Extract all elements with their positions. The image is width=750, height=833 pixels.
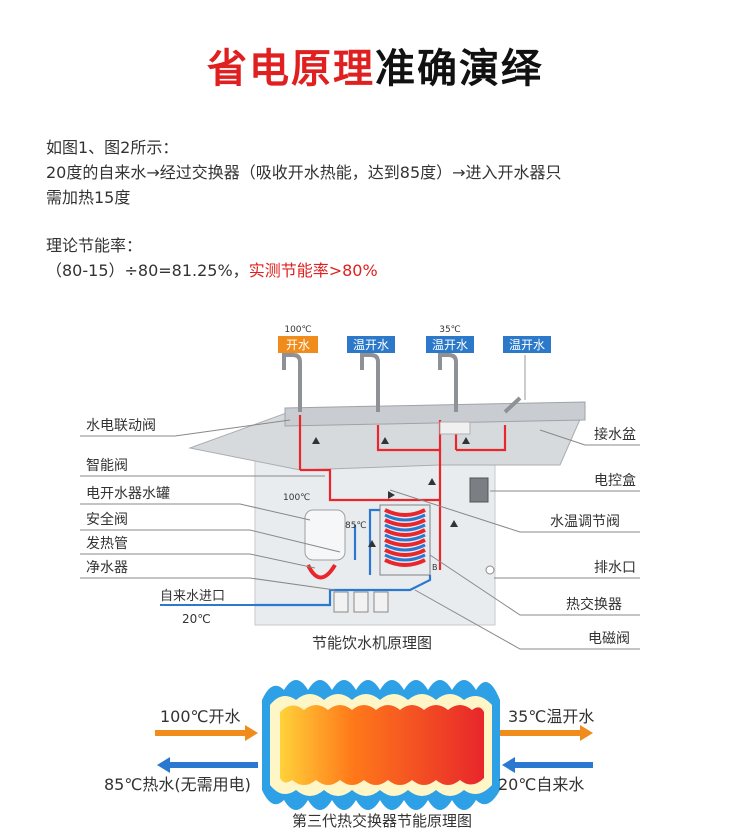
faucet-1 <box>282 353 302 412</box>
boiler-tank <box>304 509 346 561</box>
label-control-box: 电控盒 <box>594 472 636 489</box>
tag-warm-2 <box>426 336 474 353</box>
tag-label-3: 温开水 <box>432 338 468 352</box>
label-smart-valve: 智能阀 <box>86 458 128 474</box>
rate-text: 理论节能率： （80-15）÷80=81.25%，实测节能率>80% <box>46 233 378 283</box>
label-85-hot: 85℃热水(无需用电) <box>104 775 251 794</box>
label-safety-valve: 安全阀 <box>86 511 128 528</box>
right-labels: 接水盆 电控盒 水温调节阀 排水口 热交换器 电磁阀 <box>550 426 636 647</box>
filter-1 <box>333 591 349 613</box>
label-drain: 排水口 <box>594 560 636 576</box>
drain-port <box>485 565 495 575</box>
label-20-tap: 20℃自来水 <box>498 775 584 794</box>
left-leader-lines <box>80 419 341 591</box>
arrow-hot-in <box>155 725 258 741</box>
arrow-hot-out <box>157 757 258 773</box>
label-exchanger: 热交换器 <box>566 596 622 613</box>
right-leader-lines <box>389 429 640 650</box>
label-35-warm: 35℃温开水 <box>508 707 594 726</box>
intro-line-3: 需加热15度 <box>46 188 131 207</box>
left-labels: 水电联动阀 智能阀 电开水器水罐 安全阀 发热管 净水器 <box>86 418 170 576</box>
inlet-temp: 20℃ <box>182 612 211 626</box>
inlet-label: 自来水进口 <box>160 589 225 604</box>
heat-exchanger-coil <box>384 508 426 567</box>
diagram2-caption: 第三代热交换器节能原理图 <box>292 812 472 830</box>
arrow-cold-in <box>502 757 593 773</box>
label-purifier: 净水器 <box>86 560 128 576</box>
title-rest: 准确演绎 <box>375 46 543 92</box>
diagram1-caption: 节能饮水机原理图 <box>312 634 432 652</box>
tag-label-4: 温开水 <box>509 338 545 352</box>
temp-35-label: 35℃ <box>439 325 461 335</box>
arrow-warm-out <box>500 725 593 741</box>
coil-blue-layer <box>384 513 426 562</box>
tag-warm-3 <box>503 336 551 353</box>
flow-arrows <box>312 437 470 547</box>
control-box <box>469 477 489 503</box>
tag-label-2: 温开水 <box>353 338 389 352</box>
exchanger-arrows <box>155 725 593 773</box>
faucet-2 <box>360 353 380 412</box>
hot-core <box>280 705 484 785</box>
label-basin: 接水盆 <box>594 426 636 443</box>
label-water-valve: 水电联动阀 <box>86 418 156 434</box>
intro-line-2: 20度的自来水→经过交换器（吸收开水热能，达到85度）→进入开水器只 <box>46 163 562 182</box>
cold-water-pipes <box>255 508 432 607</box>
tag-warm-1 <box>347 336 395 353</box>
rate-label: 理论节能率： <box>46 236 143 255</box>
heating-tube <box>306 563 337 580</box>
intro-text: 如图1、图2所示： 20度的自来水→经过交换器（吸收开水热能，达到85度）→进入… <box>46 135 562 210</box>
exchanger-frame <box>379 504 431 576</box>
label-solenoid: 电磁阀 <box>588 631 630 647</box>
label-heating-tube: 发热管 <box>86 536 128 552</box>
temp-100-inner: 100℃ <box>283 493 310 503</box>
page-title: 省电原理准确演绎 <box>0 36 750 94</box>
faucet-3 <box>438 353 458 412</box>
tag-label-1: 开水 <box>286 338 310 352</box>
label-100-boiling: 100℃开水 <box>160 707 241 726</box>
temp-85-label: 85℃ <box>345 521 367 531</box>
filter-3 <box>373 591 389 613</box>
rate-formula: （80-15）÷80=81.25%， <box>46 261 249 280</box>
filter-2 <box>353 591 369 613</box>
intro-line-1: 如图1、图2所示： <box>46 138 179 157</box>
rate-measured: 实测节能率>80% <box>248 261 378 280</box>
marker-b: B <box>432 563 438 572</box>
hot-water-pipes <box>298 415 507 570</box>
title-highlight: 省电原理 <box>207 46 375 92</box>
tag-boiling <box>278 336 318 353</box>
label-tank: 电开水器水罐 <box>86 486 170 502</box>
temp-100-label: 100℃ <box>284 325 311 335</box>
label-temp-valve: 水温调节阀 <box>550 514 620 530</box>
faucet-4 <box>503 396 522 414</box>
